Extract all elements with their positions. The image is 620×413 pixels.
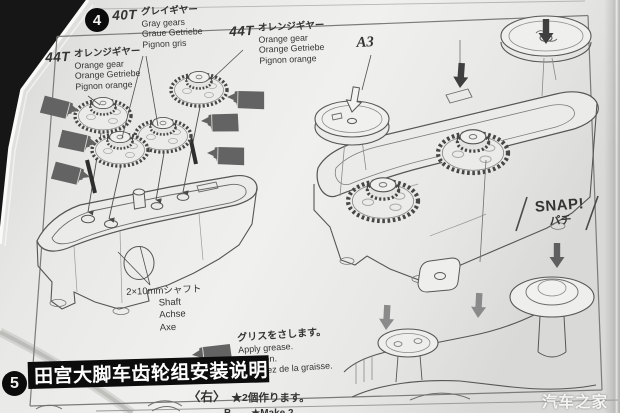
label-orange-gear-left: 44T オレンジギヤー Orange gear Orange Getriebe … [45, 46, 142, 94]
label-quantity-note-en: B ★Make 2 [224, 408, 294, 413]
step5-partial-drawing [35, 392, 471, 412]
assembled-gearbox-drawing [313, 15, 599, 283]
step5-digit: 5 [10, 374, 19, 392]
step-number-5: 5 [2, 371, 27, 396]
label-quantity-note: 〈右〉 ★2個作ります。 [188, 390, 310, 405]
note-en: ★Make 2 [251, 408, 293, 413]
note-side: 〈右〉 [188, 390, 226, 404]
cover-disc-right [509, 276, 595, 358]
gear-teeth-count: 44T [229, 22, 255, 39]
lower-gearbox-housing-drawing [36, 174, 258, 315]
cover-disc-left [377, 328, 439, 383]
label-snap: SNAP! パチ [527, 195, 593, 231]
note-jp: ★2個作ります。 [231, 392, 310, 404]
note-prefix: B [224, 408, 231, 413]
label-gray-gear: 40T グレイギヤー Gray gears Graue Getriebe Pig… [112, 4, 203, 52]
shaft-fr: Axe [159, 322, 177, 334]
gear-teeth-count: 40T [112, 6, 138, 23]
gear-teeth-count: 44T [45, 48, 71, 65]
snap-emphasis-lines [515, 195, 599, 232]
label-orange-gear-right: 44T オレンジギヤー Orange gear Orange Getriebe … [229, 20, 326, 68]
upper-cover-drawing [343, 243, 597, 398]
label-shaft: 2×10mmシャフト Shaft Achse Axe [126, 284, 203, 337]
watermark-autohome: 汽车之家 [542, 394, 609, 411]
part-code-a3: A3 [356, 34, 375, 51]
step4-digit: 4 [92, 11, 102, 29]
step-number-4: 4 [85, 8, 109, 32]
leader-lines [87, 49, 372, 286]
